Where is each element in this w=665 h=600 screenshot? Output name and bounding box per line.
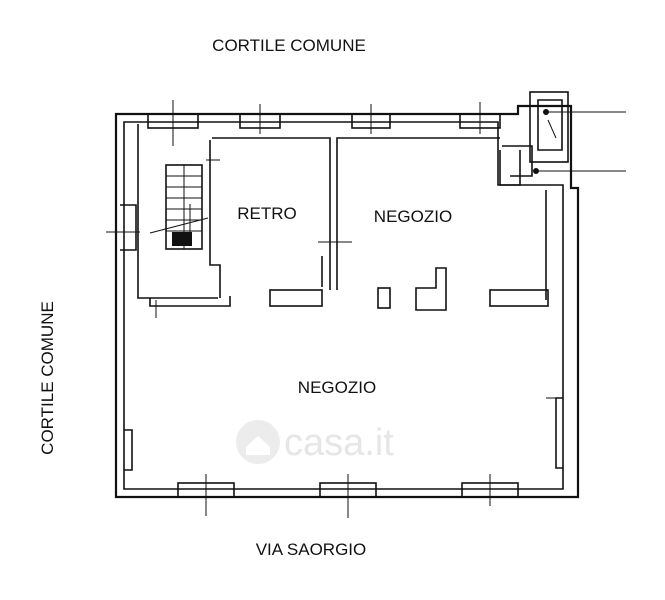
outer-walls [114, 104, 580, 499]
watermark: casa.it [236, 420, 394, 464]
windows-top [147, 100, 501, 146]
street-label: VIA SAORGIO [256, 540, 367, 559]
room-label-negozio-lower: NEGOZIO [298, 378, 376, 397]
interior-walls [149, 137, 549, 311]
watermark-text: casa.it [284, 422, 394, 464]
windows-bottom [177, 474, 519, 518]
top-courtyard-label: CORTILE COMUNE [212, 36, 366, 55]
room-label-retro: RETRO [237, 204, 297, 223]
stairwell [120, 124, 221, 299]
room-label-negozio-upper: NEGOZIO [374, 207, 452, 226]
left-courtyard-label: CORTILE COMUNE [38, 301, 57, 455]
utility-room [502, 91, 626, 177]
house-logo-icon [236, 420, 280, 464]
door-markers [106, 137, 563, 399]
